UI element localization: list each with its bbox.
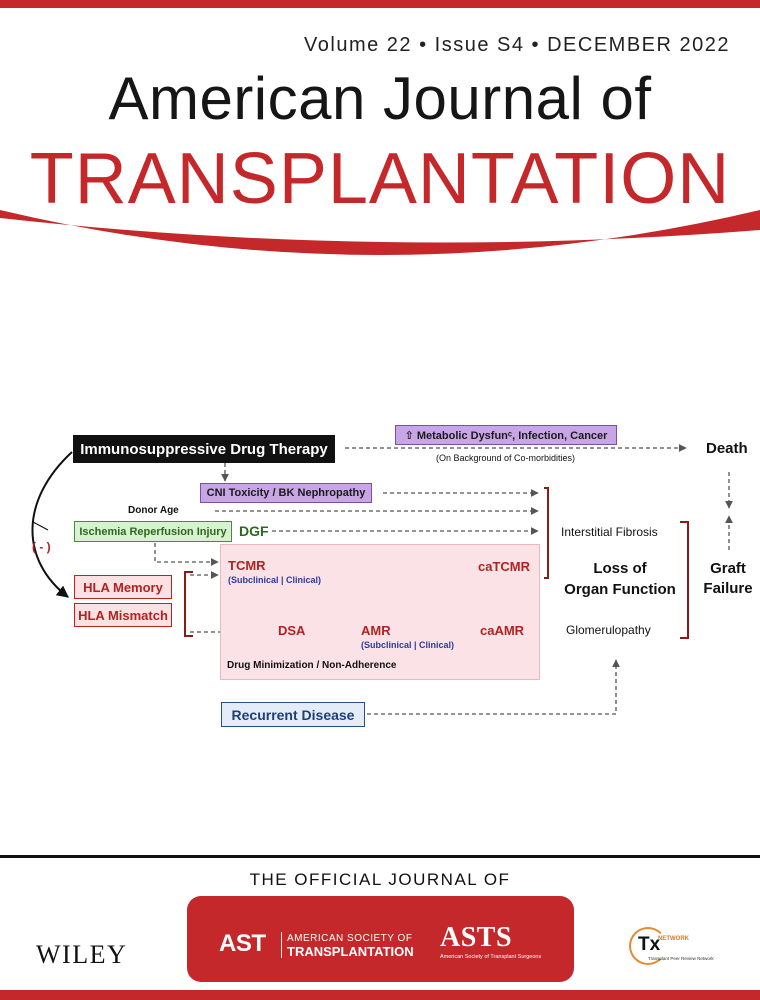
ast-logo-divider: [281, 932, 282, 958]
tcmr-subtype-label: (Subclinical | Clinical): [228, 575, 322, 585]
ast-logo: AST: [219, 930, 266, 957]
tx-network-logo: Tx: [638, 934, 661, 955]
top-color-bar: [0, 0, 760, 8]
journal-title-line-2: TRANSPLANTATION: [29, 139, 731, 219]
rejection-region: [220, 544, 540, 680]
dgf-label: DGF: [239, 523, 269, 539]
issue-line: Volume 22 • Issue S4 • DECEMBER 2022: [304, 34, 730, 56]
societies-panel: [187, 896, 574, 982]
dsa-label: DSA: [278, 623, 306, 638]
asts-logo: ASTS: [440, 922, 513, 953]
footer-divider: [0, 855, 760, 858]
red-swoosh: [0, 210, 760, 255]
donor-age-label: Donor Age: [128, 505, 179, 516]
official-journal-heading: THE OFFICIAL JOURNAL OF: [249, 870, 511, 889]
ischemia-reperfusion-box: Ischemia Reperfusion Injury: [74, 521, 232, 542]
comorbidities-note: (On Background of Co-morbidities): [436, 453, 576, 463]
hla-mismatch-box: HLA Mismatch: [74, 603, 172, 627]
ast-name-line-2: TRANSPLANTATION: [287, 944, 414, 959]
amr-label: AMR: [361, 623, 391, 638]
catcmr-label: caTCMR: [478, 559, 531, 574]
tcmr-label: TCMR: [228, 558, 266, 573]
ast-name-line-1: AMERICAN SOCIETY OF: [287, 933, 413, 944]
journal-title-line-1: American Journal of: [108, 65, 652, 132]
cni-toxicity-box: CNI Toxicity / BK Nephropathy: [200, 483, 372, 503]
immunosuppressive-therapy-box: Immunosuppressive Drug Therapy: [73, 435, 335, 463]
caamr-label: caAMR: [480, 623, 525, 638]
amr-subtype-label: (Subclinical | Clinical): [361, 640, 455, 650]
wiley-logo: WILEY: [36, 940, 128, 969]
tx-network-circle-icon: [629, 927, 667, 965]
bottom-color-bar: [0, 990, 760, 1000]
graft-failure-line-2: Failure: [703, 580, 753, 597]
tx-network-subtitle: Transplant Peer Review Network: [648, 956, 714, 961]
interstitial-fibrosis-label: Interstitial Fibrosis: [561, 525, 658, 539]
loss-of-function-line-1: Loss of: [593, 560, 647, 577]
graft-failure-line-1: Graft: [710, 560, 746, 577]
recurrent-disease-box: Recurrent Disease: [221, 702, 365, 727]
metabolic-dysfunction-box: ⇧ Metabolic Dysfunᶜ, Infection, Cancer: [395, 425, 617, 445]
glomerulopathy-label: Glomerulopathy: [566, 623, 651, 637]
death-label: Death: [706, 440, 748, 457]
negative-effect-label: ( - ): [32, 540, 51, 554]
drug-minimization-label: Drug Minimization / Non-Adherence: [227, 660, 397, 671]
asts-name: American Society of Transplant Surgeons: [440, 954, 542, 960]
tx-network-label: NETWORK: [658, 936, 689, 942]
hla-memory-box: HLA Memory: [74, 575, 172, 599]
loss-of-function-line-2: Organ Function: [564, 581, 676, 598]
